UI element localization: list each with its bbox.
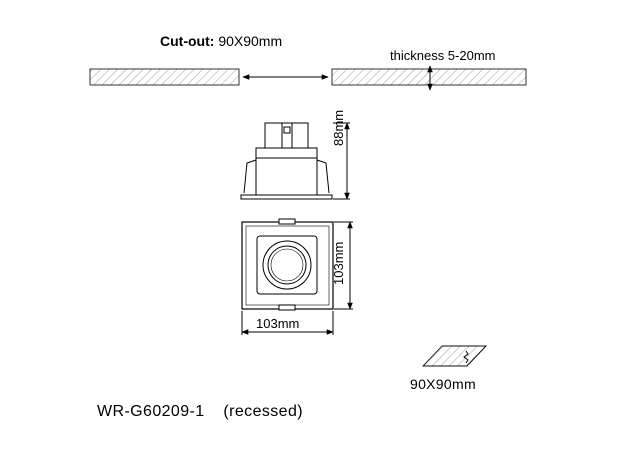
model-code: WR-G60209-1 xyxy=(97,403,205,420)
spring-clip-left xyxy=(243,159,257,194)
ceiling-panel-left xyxy=(89,68,240,86)
ceiling-section xyxy=(89,65,527,91)
front-height-label: 103mm xyxy=(331,241,346,285)
cutout-value: 90X90mm xyxy=(218,33,283,49)
hole-size-label: 90X90mm xyxy=(410,376,476,392)
inner-gimbal-frame xyxy=(256,235,318,295)
cutout-hole-icon xyxy=(422,345,487,367)
lens xyxy=(267,245,307,285)
side-height-label: 88mm xyxy=(331,109,346,146)
front-view xyxy=(241,218,353,335)
cutout-title: Cut-out: xyxy=(160,33,215,49)
lens-outer-ring xyxy=(262,240,312,290)
thickness-label: thickness 5-20mm xyxy=(390,48,496,63)
outer-square-trim xyxy=(241,221,334,310)
lamp-body xyxy=(255,147,318,196)
front-width-label: 103mm xyxy=(256,316,300,331)
spring-clip-right xyxy=(316,159,330,194)
model-caption: WR-G60209-1 (recessed) xyxy=(97,403,303,421)
model-type: (recessed) xyxy=(223,403,303,420)
ceiling-panel-right xyxy=(331,68,527,86)
trim-flange xyxy=(240,194,333,200)
side-view xyxy=(240,122,350,200)
cutout-label: Cut-out: 90X90mm xyxy=(160,33,282,49)
